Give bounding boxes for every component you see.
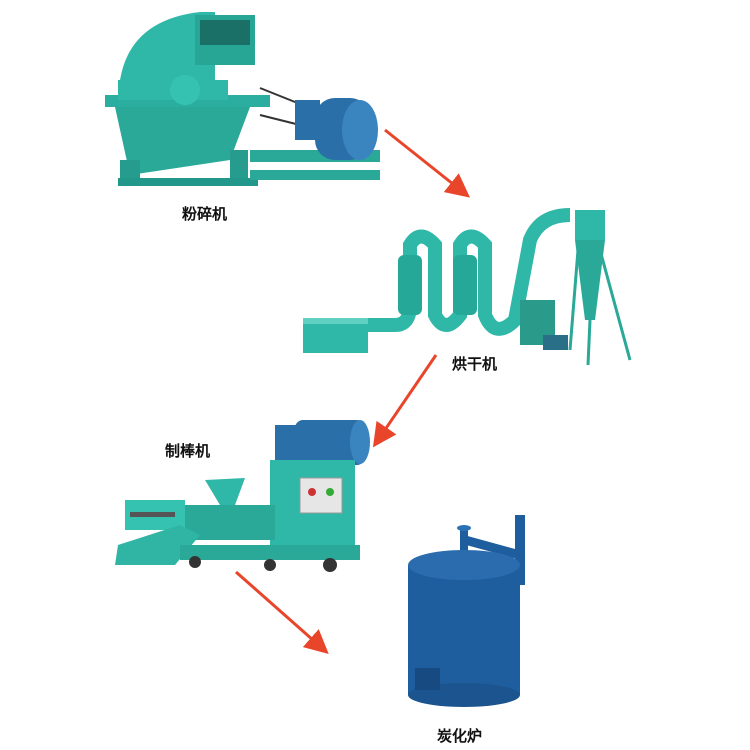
briquette-machine-label: 制棒机: [165, 442, 211, 460]
flow-arrow-1: [384, 128, 471, 198]
briquette-machine-image: [115, 420, 370, 572]
crusher-machine-image: [105, 12, 380, 186]
carbonization-furnace-image: [408, 515, 525, 707]
dryer-label: 烘干机: [452, 355, 498, 373]
crusher-label: 粉碎机: [182, 205, 228, 223]
flow-arrow-2: [372, 354, 438, 448]
dryer-parts: [303, 210, 632, 366]
furnace-label: 炭化炉: [437, 727, 483, 745]
flow-arrow-3: [235, 570, 329, 654]
